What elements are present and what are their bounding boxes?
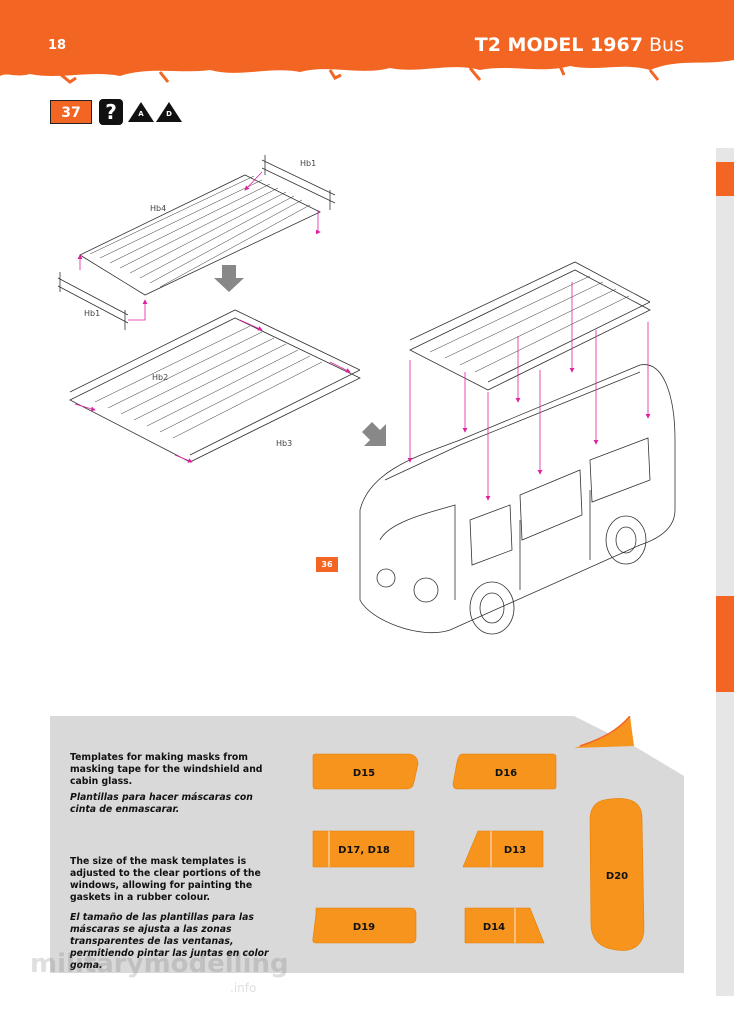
step-number-badge: 37: [50, 100, 92, 124]
caution-a-icon: A: [128, 102, 154, 122]
assembly-diagram: Hb1 Hb4 Hb1 Hb2 Hb3: [57, 155, 676, 635]
watermark-text: militarymodelling: [30, 949, 289, 979]
mask-instructions-en: Templates for making masks from masking …: [70, 752, 263, 787]
mask-size-note-es: El tamaño de las plantillas para las más…: [70, 912, 269, 971]
watermark-logo: militarymodelling .info: [30, 949, 289, 995]
part-label: Hb1: [84, 309, 100, 318]
question-icon: ?: [99, 99, 123, 125]
part-label: Hb3: [276, 439, 292, 448]
page-curl-graphic: [574, 716, 684, 776]
title-type: Bus: [649, 34, 684, 56]
mask-template-d16: [452, 753, 557, 790]
side-marker: [716, 162, 734, 196]
page-title: T2 MODEL 1967 Bus: [475, 34, 684, 56]
mask-template-d17-d18: [312, 830, 415, 868]
mask-template-d13: [462, 830, 544, 868]
reference-step-badge: 36: [316, 557, 338, 572]
mask-instructions-es: Plantillas para hacer máscaras con cinta…: [70, 792, 253, 815]
side-strip: [716, 148, 734, 996]
watermark-suffix: .info: [230, 981, 256, 995]
mask-label-d17-d18: D17, D18: [338, 845, 390, 856]
mask-template-d15: [312, 753, 419, 790]
mask-template-d19: [312, 907, 417, 944]
mask-label-d13: D13: [504, 845, 526, 856]
page-number: 18: [48, 38, 67, 53]
mask-template-d20: [589, 798, 645, 951]
mask-label-d14: D14: [483, 922, 505, 933]
page-header-band: [0, 0, 734, 84]
caution-d-icon: D: [156, 102, 182, 122]
mask-label-d15: D15: [353, 768, 375, 779]
mask-label-d20: D20: [606, 871, 628, 882]
part-label: Hb4: [150, 204, 166, 213]
mask-template-shapes: D15 D16 D17, D18 D13 D20 D19 D14: [312, 753, 645, 951]
mask-size-note-en: The size of the mask templates is adjust…: [70, 856, 261, 903]
caution-d-letter: D: [166, 110, 172, 118]
mask-template-d14: [464, 907, 545, 944]
mask-label-d16: D16: [495, 768, 517, 779]
part-label: Hb2: [152, 373, 168, 382]
mask-label-d19: D19: [353, 922, 375, 933]
part-label: Hb1: [300, 159, 316, 168]
caution-a-letter: A: [138, 110, 144, 118]
side-marker: [716, 596, 734, 692]
title-model: T2 MODEL 1967: [474, 34, 643, 56]
